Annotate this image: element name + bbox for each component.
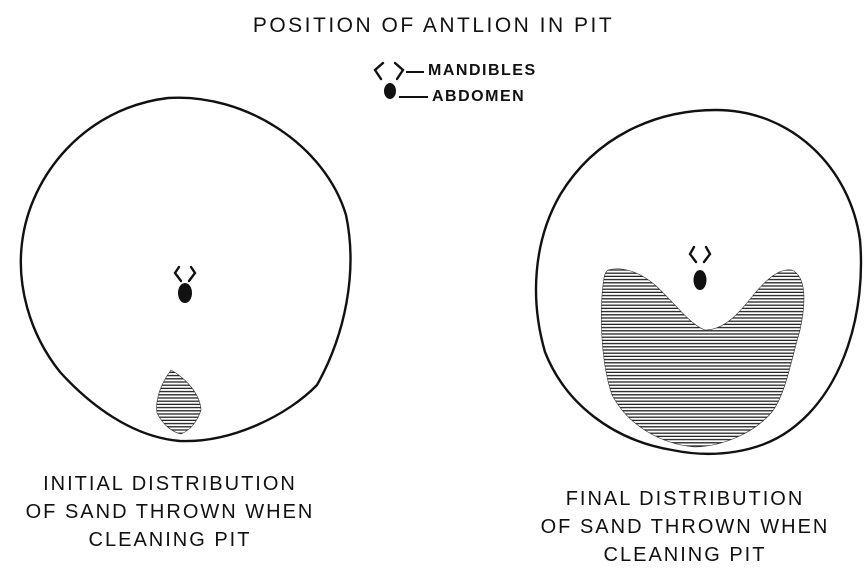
final-pit bbox=[536, 110, 861, 454]
diagram-title: POSITION OF ANTLION IN PIT bbox=[0, 14, 867, 38]
final-caption: FINAL DISTRIBUTION OF SAND THROWN WHEN C… bbox=[520, 485, 850, 569]
initial-caption: INITIAL DISTRIBUTION OF SAND THROWN WHEN… bbox=[0, 470, 340, 554]
initial-caption-line-3: CLEANING PIT bbox=[0, 526, 340, 554]
initial-antlion-icon bbox=[175, 267, 195, 303]
legend-mandibles-label: MANDIBLES bbox=[428, 62, 537, 80]
legend-abdomen bbox=[384, 83, 396, 99]
final-caption-line-1: FINAL DISTRIBUTION bbox=[520, 485, 850, 513]
initial-pit bbox=[21, 98, 351, 441]
final-caption-line-3: CLEANING PIT bbox=[520, 541, 850, 569]
legend-antlion-icon bbox=[375, 63, 428, 99]
final-sand-distribution bbox=[601, 269, 804, 447]
initial-caption-line-2: OF SAND THROWN WHEN bbox=[0, 498, 340, 526]
legend-mandible-left bbox=[375, 63, 383, 79]
initial-caption-line-1: INITIAL DISTRIBUTION bbox=[0, 470, 340, 498]
final-caption-line-2: OF SAND THROWN WHEN bbox=[520, 513, 850, 541]
legend-mandible-right bbox=[395, 63, 403, 79]
legend-abdomen-label: ABDOMEN bbox=[432, 88, 525, 106]
initial-sand-distribution bbox=[157, 370, 201, 434]
final-antlion-icon bbox=[690, 247, 710, 290]
